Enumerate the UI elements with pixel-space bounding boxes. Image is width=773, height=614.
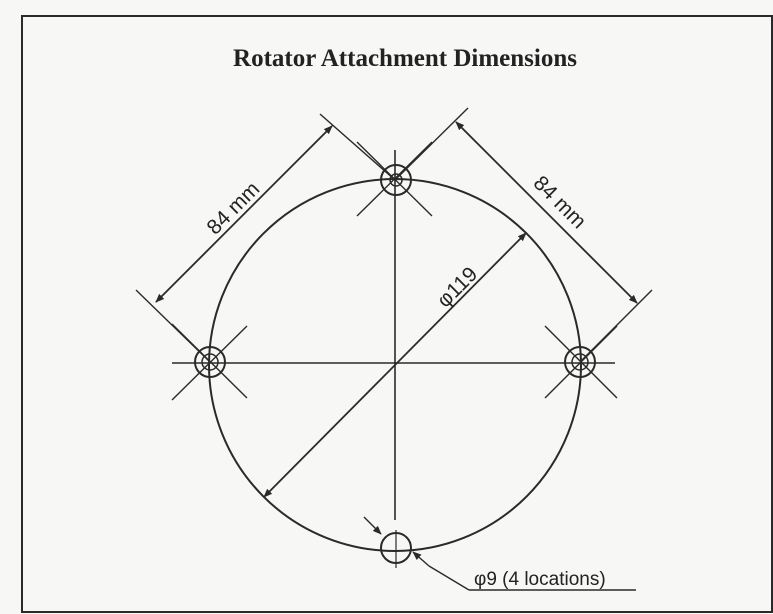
right-spacing-label: 84 mm <box>529 172 591 234</box>
diameter-dimension-line <box>263 232 527 498</box>
left-spacing-label: 84 mm <box>203 178 265 240</box>
right-spacing-dimension <box>394 107 653 363</box>
diameter-label: φ119 <box>433 263 483 313</box>
hole-size-note: φ9 (4 locations) <box>474 569 606 590</box>
mounting-hole-bottom <box>380 530 412 568</box>
drawing-frame <box>21 15 773 613</box>
mounting-hole-right <box>544 325 618 399</box>
hole-note-leader <box>363 516 636 591</box>
diagram-title: Rotator Attachment Dimensions <box>233 45 577 72</box>
left-spacing-dimension <box>135 113 396 363</box>
